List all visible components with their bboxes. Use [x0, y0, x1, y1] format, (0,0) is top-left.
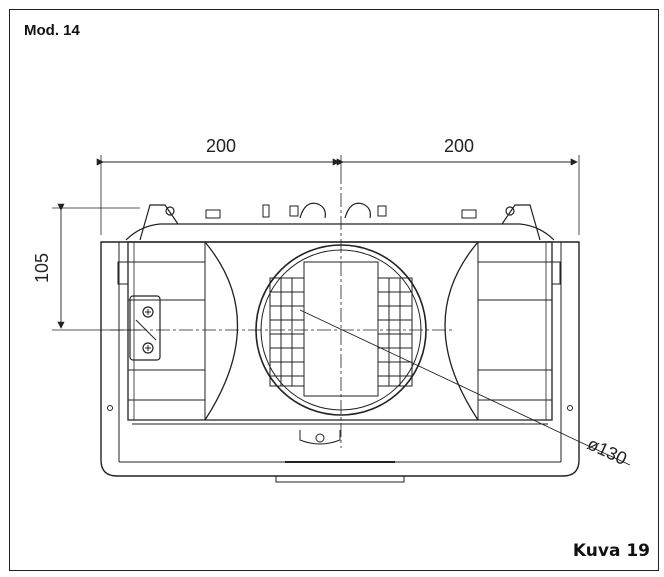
flue-outlet: [255, 244, 427, 416]
dimension-left-label: 200: [206, 136, 236, 156]
side-panels: [117, 241, 561, 425]
dimension-height-label: 105: [32, 253, 52, 283]
drawing-frame: [9, 9, 659, 571]
dimension-width: 200 200: [96, 136, 580, 235]
model-label: Mod. 14: [24, 22, 80, 39]
diameter-label: ø130: [584, 433, 630, 468]
diameter-leader: ø130: [299, 309, 631, 469]
dimension-right-label: 200: [444, 136, 474, 156]
duct-body: [204, 241, 479, 421]
figure-caption: Kuva 19: [572, 541, 650, 561]
dimension-height: 105: [32, 203, 140, 331]
stove-housing: [100, 202, 580, 483]
